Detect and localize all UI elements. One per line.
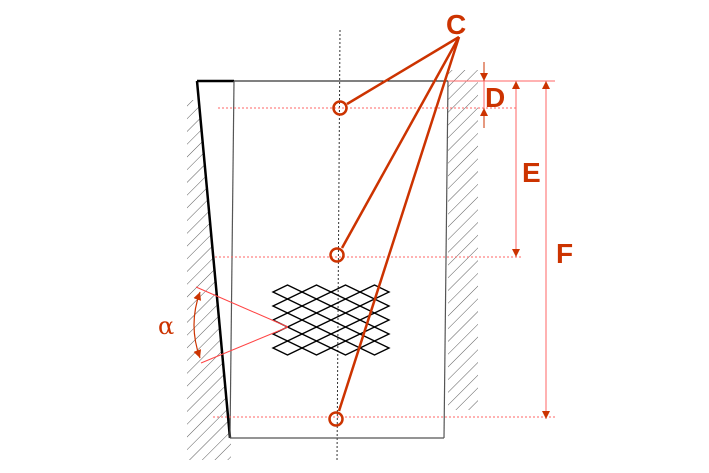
label-f: F <box>556 238 573 269</box>
label-d: D <box>485 82 505 113</box>
measure-point-bottom <box>328 411 344 427</box>
mesh-cell <box>358 284 391 300</box>
angle-alpha <box>193 286 289 364</box>
leader-lines <box>337 35 461 412</box>
label-c: C <box>446 9 466 40</box>
wedge-outer <box>195 80 232 439</box>
mesh-cell <box>358 326 391 342</box>
guide-lines <box>213 107 555 418</box>
mesh-pattern <box>271 284 391 356</box>
measure-point-top <box>332 100 348 116</box>
alpha-label: α <box>158 312 174 340</box>
mould-body <box>230 81 448 438</box>
right-wall-hatch <box>448 70 478 410</box>
wedge-inner <box>229 80 235 439</box>
mesh-cell <box>358 298 391 314</box>
measure-point-middle <box>329 247 345 263</box>
mesh-cell <box>358 340 391 356</box>
label-e: E <box>522 157 541 188</box>
right-edge <box>443 80 449 439</box>
